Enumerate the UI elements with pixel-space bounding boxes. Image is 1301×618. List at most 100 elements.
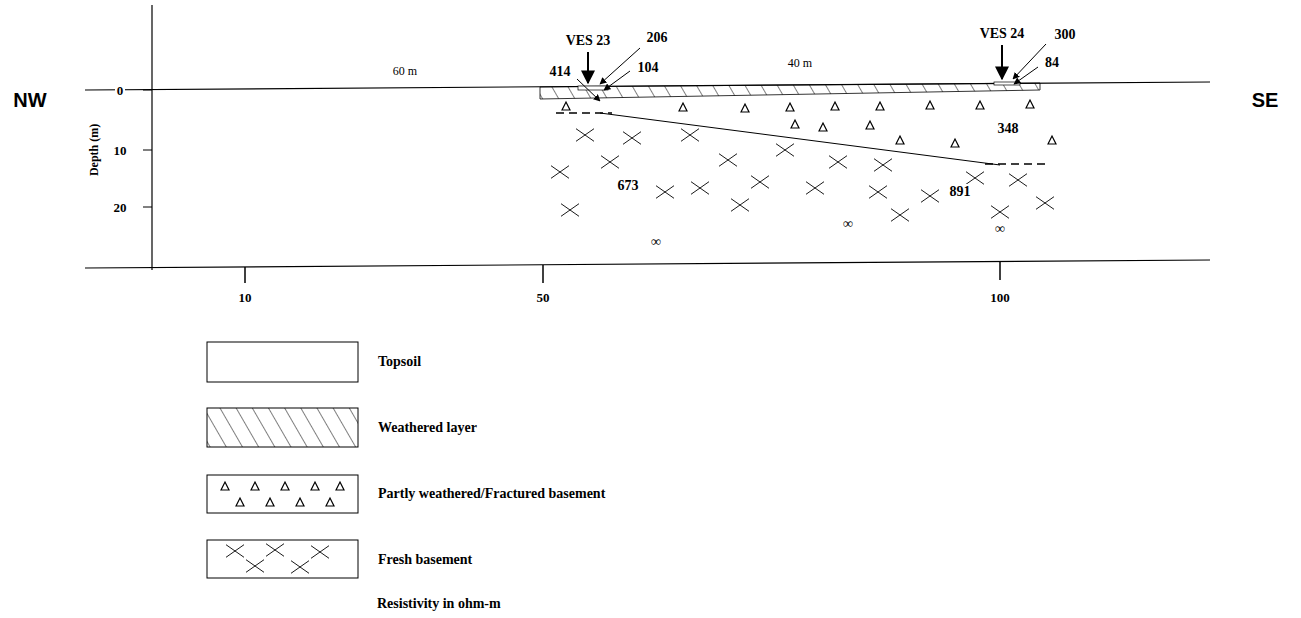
depth-tick — [143, 207, 152, 208]
fresh-rock-symbol — [719, 154, 737, 167]
spacing-label: 60 m — [391, 65, 419, 79]
fracture-symbol — [336, 482, 344, 490]
resistivity-value: 300 — [1053, 27, 1078, 43]
resistivity-value: 104 — [636, 60, 661, 76]
fracture-symbol — [1026, 100, 1034, 108]
fresh-rock-symbol — [991, 206, 1009, 219]
spacing-label: 40 m — [786, 57, 814, 71]
resistivity-value: 891 — [948, 184, 973, 200]
resistivity-value: 673 — [616, 178, 641, 194]
fracture-symbol — [266, 498, 274, 506]
station-label: VES 24 — [978, 26, 1027, 42]
resistivity-value: 206 — [645, 30, 670, 46]
axis-tick-label: 50 — [535, 291, 552, 306]
fracture-symbol — [236, 498, 244, 506]
fracture-symbol — [976, 101, 984, 109]
station-label: VES 23 — [564, 33, 613, 49]
fracture-symbol — [251, 482, 259, 490]
fracture-symbol — [951, 139, 959, 147]
fresh-rock-symbol — [656, 186, 674, 199]
fresh-rock-symbol — [891, 209, 909, 222]
direction-label: SE — [1250, 89, 1281, 112]
fresh-rock-symbol — [623, 132, 641, 145]
legend-text: Topsoil — [376, 354, 423, 370]
resistivity-value: 414 — [548, 64, 573, 80]
fresh-rock-symbol — [601, 156, 619, 169]
resistivity-value: ∞ — [993, 221, 1007, 237]
fracture-symbol — [281, 482, 289, 490]
fresh-rock-symbol — [869, 186, 887, 199]
fracture-symbol — [819, 123, 827, 131]
depth-axis — [151, 5, 152, 270]
distance-tick — [244, 267, 246, 283]
axis-title: Depth (m) — [88, 122, 102, 178]
fracture-symbol — [562, 102, 570, 110]
leader-line — [1014, 67, 1038, 84]
ves-arrow — [1001, 45, 1003, 79]
ves-arrow — [587, 52, 589, 83]
fracture-symbol — [866, 121, 874, 129]
fresh-rock-symbol — [806, 182, 824, 195]
layer-boundary — [556, 112, 612, 114]
fresh-rock-symbol — [246, 560, 264, 573]
fracture-symbol — [876, 102, 884, 110]
axis-tick-label: 100 — [988, 291, 1012, 306]
axis-tick-label: 10 — [112, 144, 129, 159]
fresh-rock-symbol — [921, 190, 939, 203]
rock-symbols — [551, 100, 1056, 221]
legend-swatch — [207, 408, 358, 447]
fracture-symbol — [831, 102, 839, 110]
fresh-rock-symbol — [776, 144, 794, 157]
resistivity-value: 84 — [1043, 55, 1061, 71]
leader-line — [577, 79, 600, 101]
resistivity-value: 348 — [996, 121, 1021, 137]
fracture-symbol — [926, 101, 934, 109]
fresh-rock-symbol — [829, 156, 847, 169]
weathered-layer — [540, 83, 1040, 99]
leader-line — [604, 71, 630, 90]
fresh-rock-symbol — [291, 561, 309, 574]
fracture-symbol — [1048, 136, 1056, 144]
fracture-symbol — [896, 136, 904, 144]
legend-symbols — [221, 482, 344, 573]
fresh-rock-symbol — [226, 545, 244, 558]
depth-tick — [143, 150, 152, 151]
legend-swatch — [207, 475, 358, 513]
resistivity-value: ∞ — [649, 234, 663, 250]
fresh-rock-symbol — [561, 204, 579, 217]
fracture-symbol — [326, 498, 334, 506]
fresh-rock-symbol — [1009, 174, 1027, 187]
fracture-symbol — [679, 103, 687, 111]
axis-tick-label: 10 — [237, 291, 254, 306]
fresh-rock-symbol — [691, 182, 709, 195]
legend-text: Weathered layer — [376, 420, 479, 436]
fresh-rock-symbol — [751, 176, 769, 189]
fresh-rock-symbol — [966, 172, 984, 185]
fracture-symbol — [296, 498, 304, 506]
fresh-rock-symbol — [681, 129, 699, 142]
distance-tick — [542, 265, 544, 283]
fracture-symbol — [221, 482, 229, 490]
fracture-symbol — [311, 482, 319, 490]
fresh-rock-symbol — [1036, 197, 1054, 210]
units-note: Resistivity in ohm-m — [375, 596, 503, 612]
legend-text: Fresh basement — [376, 552, 474, 568]
legend-swatch — [207, 342, 358, 382]
direction-label: NW — [11, 89, 48, 112]
leader-line — [1013, 44, 1046, 79]
axis-tick-label: 0 — [115, 84, 126, 99]
legend-text: Partly weathered/Fractured basement — [376, 486, 607, 502]
fresh-rock-symbol — [551, 166, 569, 179]
fracture-symbol — [791, 120, 799, 128]
topsoil-layer — [578, 86, 608, 90]
layer-boundary — [985, 163, 1048, 165]
distance-axis — [85, 260, 1210, 268]
fracture-symbol — [741, 104, 749, 112]
fracture-symbol — [786, 103, 794, 111]
fresh-rock-symbol — [266, 544, 284, 557]
fresh-rock-symbol — [576, 129, 594, 142]
fresh-rock-symbol — [874, 159, 892, 172]
legend-swatch — [207, 540, 358, 578]
axis-tick-label: 20 — [112, 201, 129, 216]
